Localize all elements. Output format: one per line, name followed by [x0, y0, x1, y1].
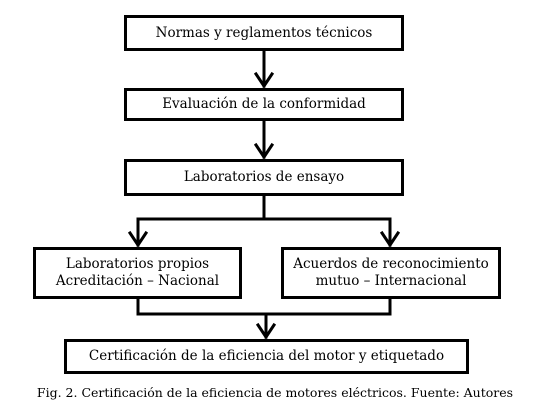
- node-own-labs-line1: Laboratorios propios: [65, 256, 210, 272]
- arrow-conformity-to-test-labs: [253, 119, 275, 160]
- node-certification: Certificación de la eficiencia del motor…: [64, 339, 469, 374]
- node-test-labs-label: Laboratorios de ensayo: [183, 169, 345, 185]
- node-own-labs-line2: Acreditación – Nacional: [55, 273, 220, 289]
- node-standards: Normas y reglamentos técnicos: [124, 15, 404, 51]
- node-certification-label: Certificación de la eficiencia del motor…: [88, 348, 445, 364]
- arrow-merge-to-certification: [255, 312, 277, 340]
- arrow-standards-to-conformity: [253, 49, 275, 89]
- node-conformity-label: Evaluación de la conformidad: [162, 96, 366, 112]
- split-connector: [136, 194, 392, 221]
- node-standards-label: Normas y reglamentos técnicos: [155, 24, 373, 41]
- merge-connector: [136, 297, 392, 316]
- figure-caption: Fig. 2. Certificación de la eficiencia d…: [36, 385, 514, 400]
- arrow-split-to-mutual-agreements: [379, 217, 401, 248]
- node-mutual-agreements-line2: mutuo – Internacional: [315, 273, 467, 289]
- node-mutual-agreements-line1: Acuerdos de reconocimiento: [293, 256, 489, 272]
- node-conformity-assessment: Evaluación de la conformidad: [124, 88, 404, 121]
- node-mutual-agreements: Acuerdos de reconocimiento mutuo – Inter…: [281, 247, 501, 299]
- arrow-split-to-own-labs: [127, 217, 149, 248]
- node-test-labs: Laboratorios de ensayo: [124, 159, 404, 196]
- node-own-labs: Laboratorios propios Acreditación – Naci…: [33, 247, 242, 299]
